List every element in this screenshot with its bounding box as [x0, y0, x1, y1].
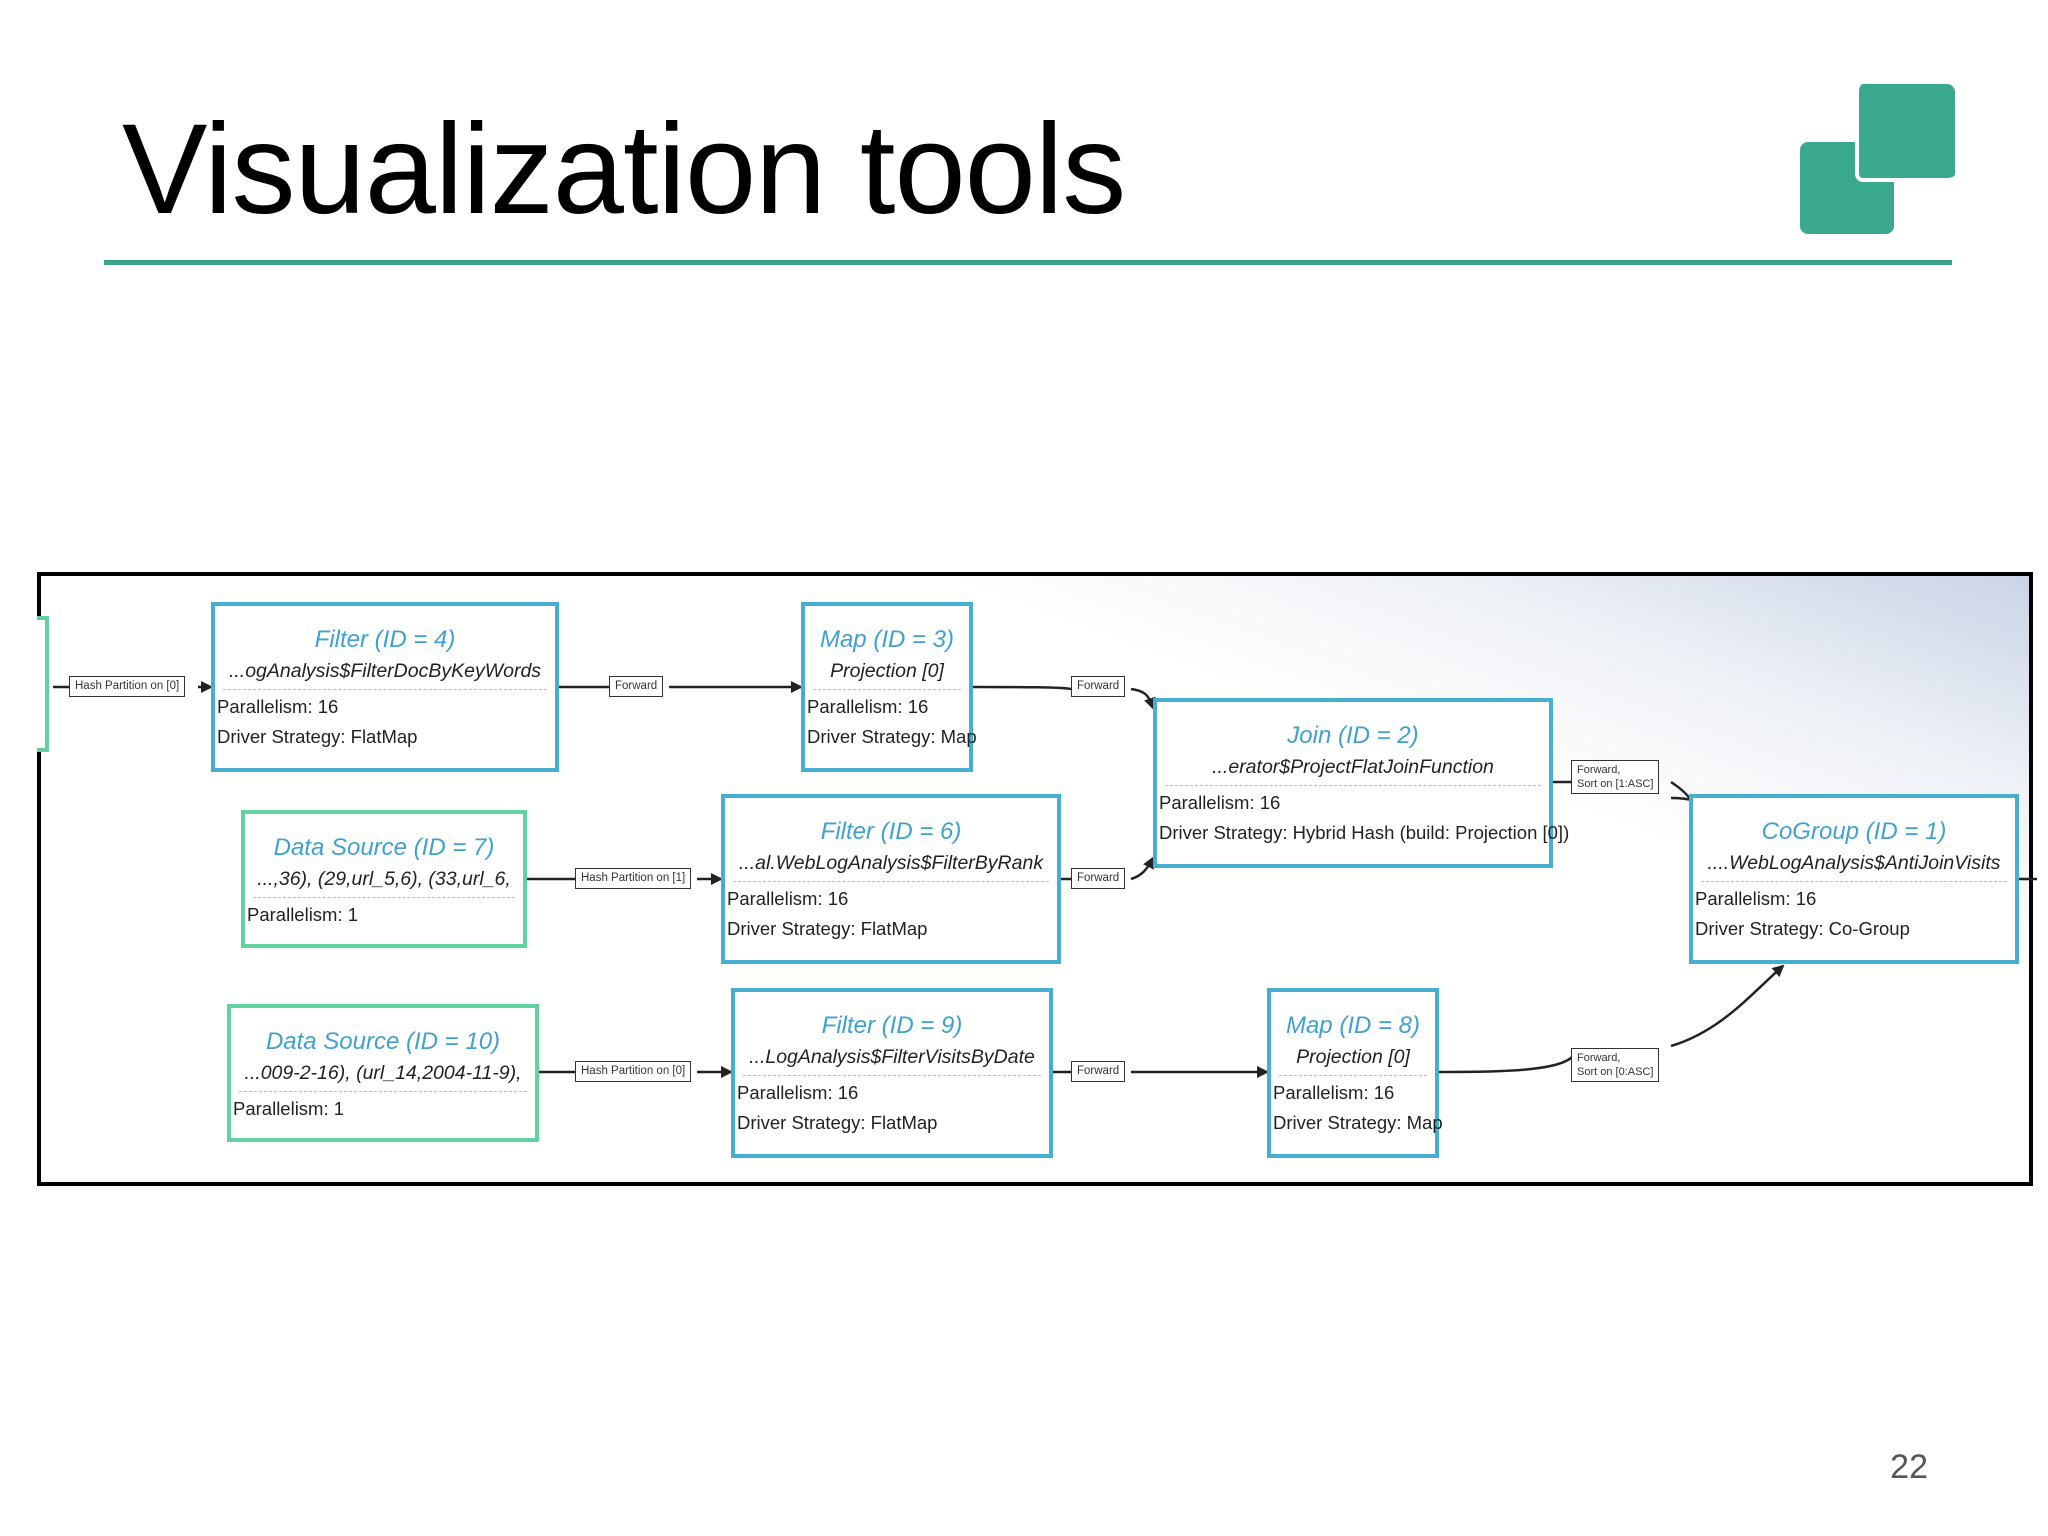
edge-label-forward-sort: Forward, Sort on [0:ASC] [1571, 1048, 1660, 1082]
node-function: Projection [0] [813, 660, 961, 690]
operator-node-cogroup-1[interactable]: CoGroup (ID = 1) ....WebLogAnalysis$Anti… [1689, 794, 2019, 964]
page-number: 22 [1890, 1448, 1928, 1486]
node-function: ...al.WebLogAnalysis$FilterByRank [733, 852, 1049, 882]
node-function: ...,36), (29,url_5,6), (33,url_6, [253, 868, 515, 898]
operator-node-map-3[interactable]: Map (ID = 3) Projection [0] Parallelism:… [801, 602, 977, 772]
slide-title: Visualization tools [122, 98, 1126, 241]
operator-node-filter-9[interactable]: Filter (ID = 9) ...LogAnalysis$FilterVis… [731, 988, 1053, 1158]
node-title: CoGroup (ID = 1) [1761, 818, 1947, 845]
node-parallelism: Parallelism: 1 [233, 1098, 345, 1119]
source-node-10[interactable]: Data Source (ID = 10) ...009-2-16), (url… [227, 1004, 539, 1142]
node-parallelism: Parallelism: 16 [1273, 1082, 1395, 1103]
node-title: Filter (ID = 4) [314, 626, 456, 653]
node-title: Map (ID = 3) [819, 626, 955, 653]
node-function: ...009-2-16), (url_14,2004-11-9), [239, 1062, 527, 1092]
node-driver-strategy: Driver Strategy: Map [1273, 1112, 1443, 1133]
node-title: Filter (ID = 9) [821, 1012, 963, 1039]
edge-label-line: Sort on [0:ASC] [1577, 1066, 1654, 1078]
operator-node-join-2[interactable]: Join (ID = 2) ...erator$ProjectFlatJoinF… [1153, 698, 1570, 868]
edge-label-forward: Forward [1071, 676, 1126, 697]
node-driver-strategy: Driver Strategy: Hybrid Hash (build: Pro… [1159, 822, 1570, 843]
operator-node-filter-6[interactable]: Filter (ID = 6) ...al.WebLogAnalysis$Fil… [721, 794, 1061, 964]
source-node-7[interactable]: Data Source (ID = 7) ...,36), (29,url_5,… [241, 810, 527, 948]
edge-label-hash-partition: Hash Partition on [1] [575, 868, 692, 889]
node-title: Map (ID = 8) [1285, 1012, 1421, 1039]
edge-label-forward: Forward [609, 676, 664, 697]
logo-icon [1800, 84, 1955, 236]
node-parallelism: Parallelism: 16 [1695, 888, 1817, 909]
node-title: Filter (ID = 6) [820, 818, 962, 845]
edge-map8-cogroup1 [1438, 966, 1783, 1074]
node-parallelism: Parallelism: 16 [807, 696, 929, 717]
node-function: ...erator$ProjectFlatJoinFunction [1165, 756, 1541, 786]
node-function: Projection [0] [1279, 1046, 1427, 1076]
edge-label-line: Forward, [1577, 1052, 1621, 1064]
edge-map3-join2 [972, 685, 1153, 708]
node-driver-strategy: Driver Strategy: Map [807, 726, 977, 747]
node-function: ...LogAnalysis$FilterVisitsByDate [743, 1046, 1041, 1076]
node-title: Data Source (ID = 7) [273, 834, 495, 861]
operator-node-filter-4[interactable]: Filter (ID = 4) ...ogAnalysis$FilterDocB… [211, 602, 559, 772]
node-parallelism: Parallelism: 16 [737, 1082, 859, 1103]
node-title: Join (ID = 2) [1287, 722, 1419, 749]
operator-node-map-8[interactable]: Map (ID = 8) Projection [0] Parallelism:… [1267, 988, 1443, 1158]
node-driver-strategy: Driver Strategy: Co-Group [1695, 918, 1910, 939]
node-driver-strategy: Driver Strategy: FlatMap [217, 726, 418, 747]
node-title: Data Source (ID = 10) [265, 1028, 501, 1055]
edge-label-hash-partition: Hash Partition on [0] [69, 676, 186, 697]
edge-label-forward: Forward [1071, 1061, 1126, 1082]
node-parallelism: Parallelism: 16 [217, 696, 339, 717]
edge-label-forward-sort: Forward, Sort on [1:ASC] [1571, 760, 1660, 794]
logo-square-front [1855, 84, 1955, 182]
node-parallelism: Parallelism: 16 [727, 888, 849, 909]
node-function: ...ogAnalysis$FilterDocByKeyWords [223, 660, 547, 690]
execution-plan-diagram: Hash Partition on [0] Forward Forward Ha… [37, 572, 2037, 1186]
title-divider [104, 260, 1952, 265]
edge-label-line: Sort on [1:ASC] [1577, 778, 1654, 790]
node-parallelism: Parallelism: 16 [1159, 792, 1281, 813]
node-driver-strategy: Driver Strategy: FlatMap [727, 918, 928, 939]
node-function: ....WebLogAnalysis$AntiJoinVisits [1701, 852, 2007, 882]
edge-label-line: Forward, [1577, 764, 1621, 776]
node-parallelism: Parallelism: 1 [247, 904, 359, 925]
edge-label-forward: Forward [1071, 868, 1126, 889]
upstream-node-stub [37, 616, 49, 752]
edge-label-hash-partition: Hash Partition on [0] [575, 1061, 692, 1082]
node-driver-strategy: Driver Strategy: FlatMap [737, 1112, 938, 1133]
